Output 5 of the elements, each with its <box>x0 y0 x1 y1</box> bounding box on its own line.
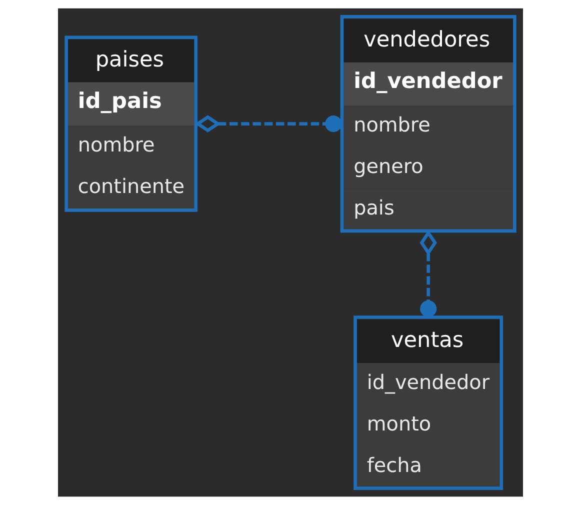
connector <box>420 230 437 318</box>
node-box: paises id_pais nombre continente <box>64 36 198 212</box>
connector <box>194 115 342 132</box>
node-box: ventas id_vendedor monto fecha <box>354 316 504 490</box>
node-box: vendedores id_vendedor nombre genero pais <box>340 15 516 233</box>
